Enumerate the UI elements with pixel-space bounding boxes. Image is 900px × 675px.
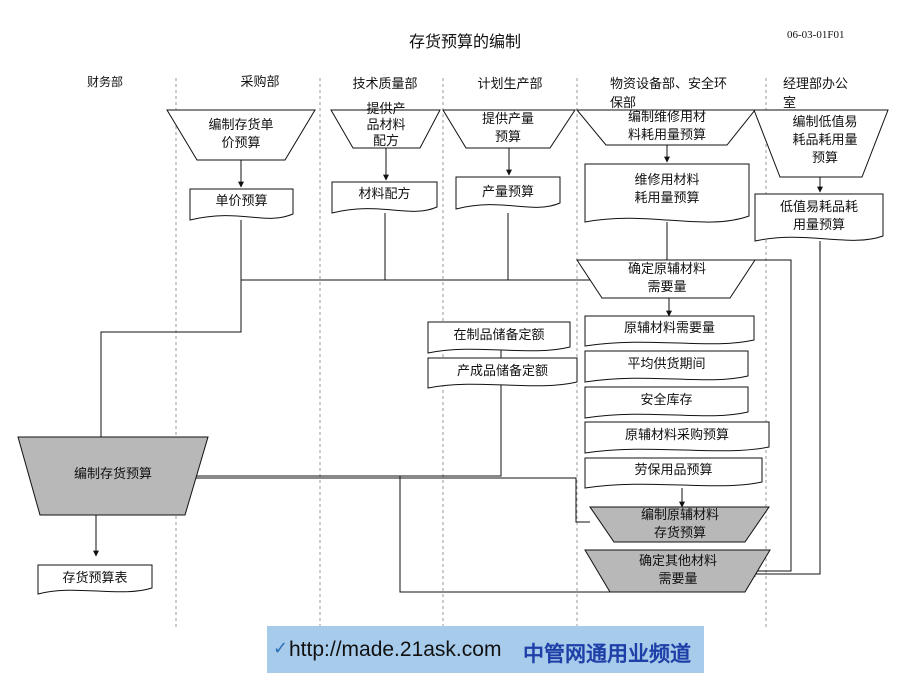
low-value-budget-doc xyxy=(754,193,884,242)
raw-purchase-budget-doc xyxy=(584,421,770,454)
maint-material-budget-line1: 维修用材料 xyxy=(634,173,700,188)
lane-purchasing: 采购部 xyxy=(240,75,280,90)
raw-purchase-budget-label: 原辅材料采购预算 xyxy=(624,428,729,443)
wip-quota-doc xyxy=(427,321,571,354)
raw-inventory-budget-label: 编制原辅材料 存货预算 xyxy=(605,507,755,543)
labor-supplies-budget-doc xyxy=(584,457,763,489)
maint-material-budget-doc xyxy=(584,163,750,223)
low-value-budget-line2: 用量预算 xyxy=(792,218,845,233)
site-banner[interactable]: ✓ http://made.21ask.com 中管网通用业频道 xyxy=(267,626,704,673)
confirm-raw-need-label: 确定原辅材料 需要量 xyxy=(597,261,737,297)
other-material-need-line1: 确定其他材料 xyxy=(638,554,717,569)
banner-channel-text: 中管网通用业频道 xyxy=(523,642,691,666)
low-value-budget-label: 低值易耗品耗 用量预算 xyxy=(755,199,883,235)
labor-supplies-budget-label: 劳保用品预算 xyxy=(634,463,713,478)
avg-supply-period-label: 平均供货期间 xyxy=(627,357,706,372)
unit-price-budget-label: 单价预算 xyxy=(215,194,268,209)
material-formula-doc xyxy=(331,181,438,214)
raw-need-label: 原辅材料需要量 xyxy=(623,321,715,336)
unit-price-budget-doc xyxy=(189,188,294,221)
confirm-raw-need-line1: 确定原辅材料 xyxy=(627,262,706,277)
maint-material-task-line2: 料耗用量预算 xyxy=(627,128,706,143)
provide-formula-label: 提供产 品材料 配方 xyxy=(346,102,426,150)
lane-gm-office: 经理部办公 室 xyxy=(783,73,848,111)
unit-price-budget-task-shape xyxy=(166,109,316,161)
provide-output-line2: 预算 xyxy=(494,130,521,145)
finished-quota-doc xyxy=(427,357,578,389)
confirm-raw-need-shape xyxy=(576,259,756,299)
low-value-task-line1: 编制低值易 xyxy=(792,115,858,130)
raw-inventory-budget-line1: 编制原辅材料 xyxy=(640,508,719,523)
lane-materials-line2: 保部 xyxy=(610,96,637,111)
low-value-task-shape xyxy=(753,109,889,178)
lane-materials-line1: 物资设备部、安全环 xyxy=(610,77,728,92)
safety-stock-label: 安全库存 xyxy=(640,393,693,408)
lane-gm-office-line2: 室 xyxy=(783,96,797,111)
provide-formula-line2: 品材料 xyxy=(366,118,406,133)
other-material-need-line2: 需要量 xyxy=(658,572,698,587)
confirm-raw-need-line2: 需要量 xyxy=(647,280,687,295)
finished-quota-label: 产成品储备定额 xyxy=(456,364,548,379)
material-formula-label: 材料配方 xyxy=(358,187,411,202)
maint-material-task-line1: 编制维修用材 xyxy=(627,110,706,125)
low-value-task-label: 编制低值易 耗品耗用量 预算 xyxy=(770,114,880,168)
provide-output-label: 提供产量 预算 xyxy=(456,111,560,147)
safety-stock-doc xyxy=(584,386,749,419)
document-code: 06-03-01F01 xyxy=(787,29,845,41)
unit-price-budget-task-line1: 编制存货单 xyxy=(208,118,274,133)
lane-planning: 计划生产部 xyxy=(477,77,543,92)
other-material-need-label: 确定其他材料 需要量 xyxy=(603,553,753,589)
inventory-budget-task-shape xyxy=(17,436,209,516)
inventory-budget-table-doc xyxy=(37,564,153,595)
check-icon: ✓ xyxy=(273,638,289,659)
inventory-budget-table-label: 存货预算表 xyxy=(62,571,128,586)
provide-formula-line3: 配方 xyxy=(372,134,399,149)
other-material-need-shape xyxy=(584,549,771,593)
maint-material-budget-line2: 耗用量预算 xyxy=(634,191,700,206)
page-title: 存货预算的编制 xyxy=(408,32,521,51)
provide-formula-shape xyxy=(330,109,441,149)
lane-materials: 物资设备部、安全环 保部 xyxy=(610,73,727,111)
output-budget-label: 产量预算 xyxy=(481,185,534,200)
raw-need-doc xyxy=(584,315,755,347)
inventory-budget-task-label: 编制存货预算 xyxy=(73,467,152,482)
provide-output-shape xyxy=(442,109,576,149)
unit-price-budget-task-label: 编制存货单 价预算 xyxy=(197,117,285,153)
lane-finance: 财务部 xyxy=(86,75,123,89)
provide-formula-line1: 提供产 xyxy=(366,102,406,117)
raw-inventory-budget-line2: 存货预算 xyxy=(653,526,706,541)
lane-gm-office-line1: 经理部办公 xyxy=(783,77,849,92)
low-value-task-line2: 耗品耗用量 xyxy=(792,133,858,148)
provide-output-line1: 提供产量 xyxy=(481,112,534,127)
maint-material-task-shape xyxy=(575,109,757,146)
lane-dividers xyxy=(175,78,767,628)
low-value-budget-line1: 低值易耗品耗 xyxy=(779,200,858,215)
maint-material-task-label: 编制维修用材 料耗用量预算 xyxy=(597,109,737,145)
banner-url-link[interactable]: http://made.21ask.com xyxy=(289,638,502,661)
raw-inventory-budget-shape xyxy=(589,506,770,543)
low-value-task-line3: 预算 xyxy=(811,151,838,166)
avg-supply-period-doc xyxy=(584,350,749,383)
lane-tech-quality: 技术质量部 xyxy=(352,77,418,92)
wip-quota-label: 在制品储备定额 xyxy=(453,328,545,343)
output-budget-doc xyxy=(455,176,561,210)
maint-material-budget-label: 维修用材料 耗用量预算 xyxy=(585,172,749,208)
unit-price-budget-task-line2: 价预算 xyxy=(221,136,261,151)
